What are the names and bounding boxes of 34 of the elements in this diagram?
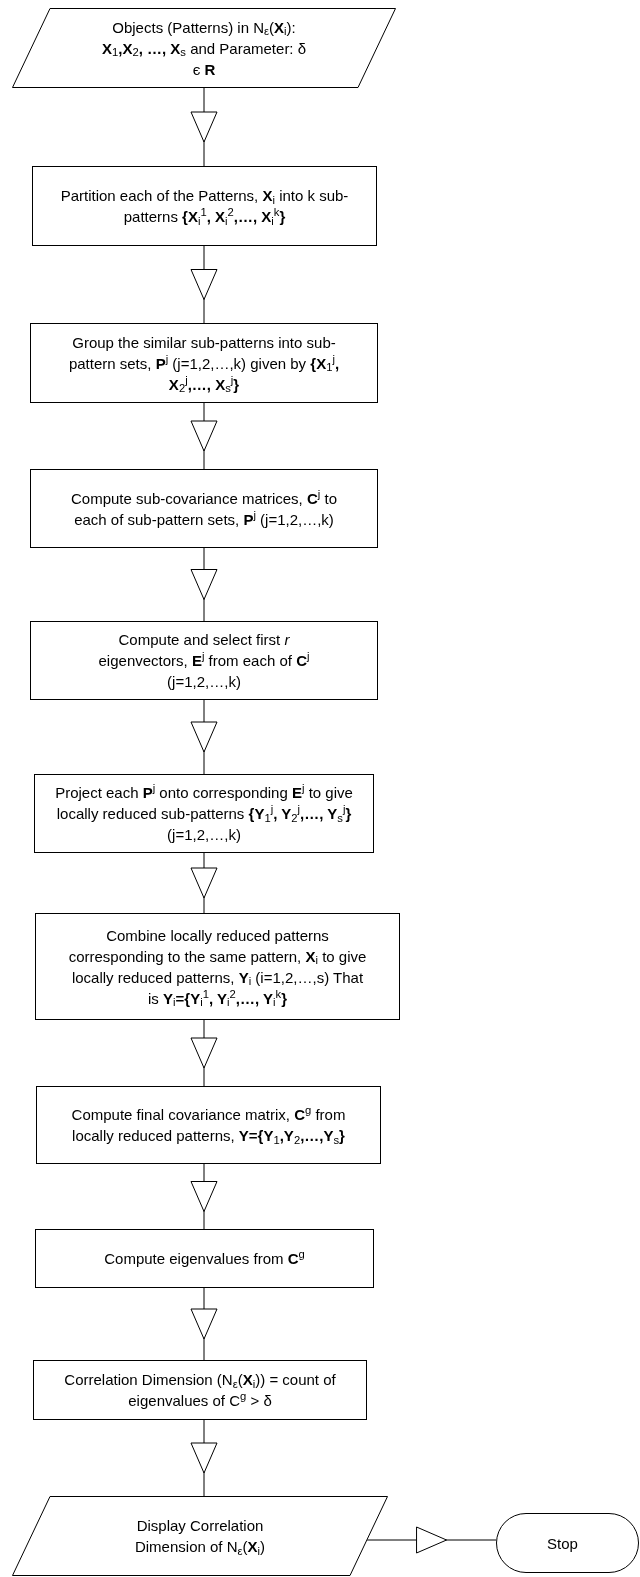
process-box: [35, 1229, 374, 1288]
step-text: Compute eigenvalues from C$^{g}$: [103, 1248, 306, 1269]
step-text: Compute sub-covariance matrices, C$^{j}$ to each of sub-pattern sets, P$^{j}$ (j=1,2,…,k): [70, 487, 338, 530]
step-text: Objects (Patterns) in N$_{ε}$(X$_{i}$): X$_{1}$,X$_{2}$, …, X$_{s}$ and Parameter: δ є R: [101, 17, 307, 80]
step-text: Stop: [546, 1533, 579, 1554]
step-text: Compute and select first r eigenvectors, E$^{j}$ from each of C$^{j}$ (j=1,2,…,k): [97, 630, 311, 692]
process-box: [30, 621, 378, 700]
flow-arrow: [190, 1287, 218, 1361]
process-box: [35, 913, 400, 1020]
flow-arrow: [190, 852, 218, 914]
process-box: [34, 774, 374, 853]
flow-arrow: [366, 1526, 497, 1554]
flow-arrow: [190, 1019, 218, 1087]
io-parallelogram: [12, 1496, 388, 1576]
flow-arrow: [190, 699, 218, 775]
process-box: [30, 469, 378, 548]
process-box: [36, 1086, 381, 1164]
process-box: [32, 166, 377, 246]
flow-arrow: [190, 1163, 218, 1230]
flow-arrow: [190, 547, 218, 622]
step-text: Project each P$^{j}$ onto corresponding E$^{j}$ to give locally reduced sub-patterns {Y$_{1}$$^{j}$, Y$_{2}$$^{j}$,…, Y$_{s}$$^{j}$} (j=1,2,…,k): [54, 782, 354, 845]
flow-arrow: [190, 87, 218, 167]
process-box: [33, 1360, 367, 1420]
io-parallelogram: [12, 8, 396, 88]
step-text: Compute final covariance matrix, C$^{g}$ from locally reduced patterns, Y={Y$_{1}$,Y$_{2}$,…,Y$_{s}$}: [70, 1104, 347, 1146]
step-text: Correlation Dimension (N$_{ε}$(X$_{i}$)) = count of eigenvalues of C$^{g}$ > δ: [63, 1370, 337, 1411]
step-text: Group the similar sub-patterns into sub-pattern sets, P$^{j}$ (j=1,2,…,k) given by {X$_{1}$$^{j}$, X$_{2}$$^{j}$,…, X$_{s}$$^{j}$}: [67, 332, 341, 395]
flow-arrow: [190, 402, 218, 470]
flow-arrow: [190, 245, 218, 324]
flow-arrow: [190, 1419, 218, 1497]
step-text: Display Correlation Dimension of N$_{ε}$(X$_{i}$): [133, 1516, 267, 1557]
step-text: Partition each of the Patterns, X$_{i}$ into k sub-patterns {X$_{i}$$^{1}$, X$_{i}$$^{2}$,…, X$_{i}$$^{k}$}: [59, 186, 350, 227]
step-text: Combine locally reduced patterns corresponding to the same pattern, X$_{i}$ to give locally reduced patterns, Y$_{i}$ (i=1,2,…,s) That is Y$_{i}$={Y$_{i}$$^{1}$, Y$_{i}$$^{2}$,…, Y$_{i}$$^{k}$}: [67, 925, 368, 1009]
process-box: [30, 323, 378, 403]
